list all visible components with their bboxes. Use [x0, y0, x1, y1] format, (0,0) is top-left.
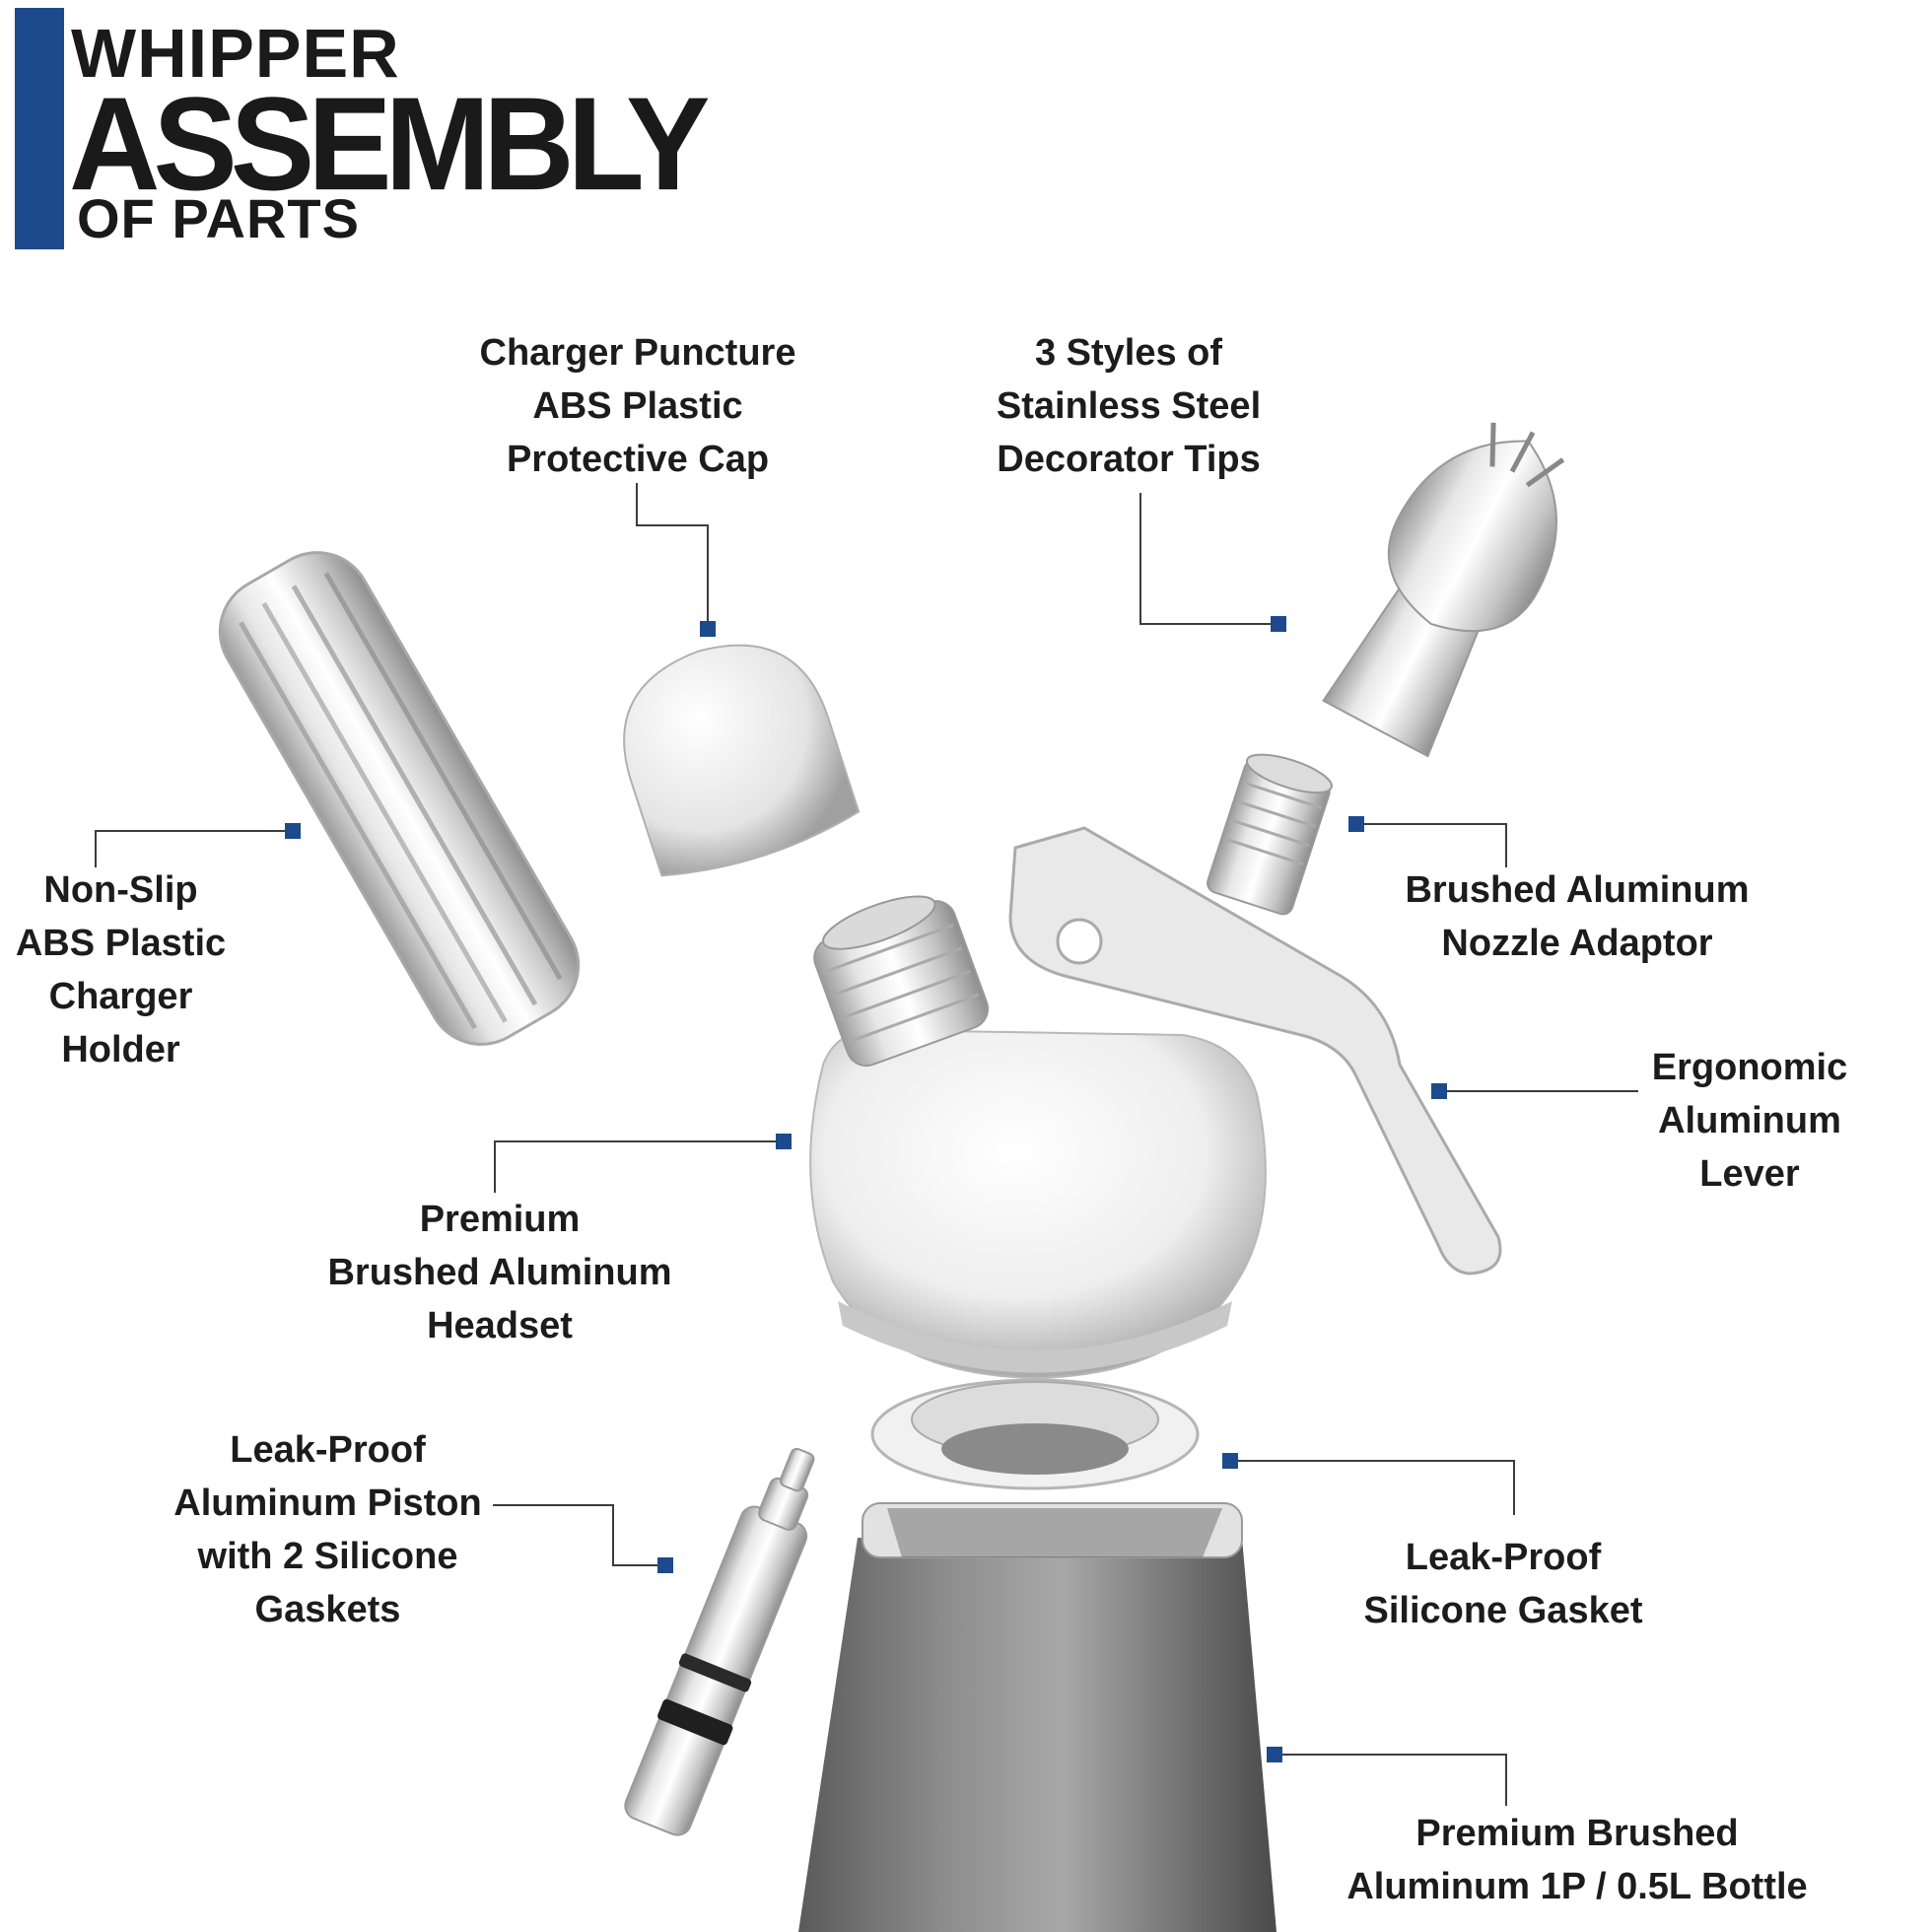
- leader-line-nozzle: [1356, 823, 1507, 867]
- silicone-gasket-illustration: [870, 1378, 1200, 1490]
- leader-lines: [95, 483, 1638, 1806]
- leader-line-gasket: [1230, 1460, 1515, 1515]
- leader-line-headset: [494, 1140, 784, 1193]
- leader-line-bottle: [1275, 1754, 1507, 1806]
- label-lever: Ergonomic Aluminum Lever: [1651, 1047, 1848, 1195]
- nozzle-adaptor-illustration: [1207, 753, 1333, 916]
- lever-illustration: [1008, 826, 1502, 1276]
- headset-illustration: [809, 1028, 1267, 1380]
- marker-cap: [700, 621, 716, 637]
- marker-bottle: [1267, 1747, 1282, 1762]
- bottle-illustration: [798, 1502, 1276, 1932]
- title-line-3: OF PARTS: [77, 187, 360, 249]
- title-accent-bar: [15, 8, 64, 249]
- marker-nozzle: [1348, 816, 1364, 832]
- label-nozzle-adaptor: Brushed Aluminum Nozzle Adaptor: [1405, 869, 1750, 964]
- title-line-2: ASSEMBLY: [69, 70, 710, 219]
- title-line-1: WHIPPER: [71, 15, 400, 92]
- marker-lever: [1431, 1083, 1447, 1099]
- label-decorator-tips: 3 Styles of Stainless Steel Decorator Ti…: [996, 332, 1262, 480]
- charger-holder-illustration: [218, 551, 581, 1046]
- leader-markers: [285, 616, 1447, 1762]
- marker-piston: [657, 1557, 673, 1573]
- marker-holder: [285, 823, 301, 839]
- label-charger-holder: Non-Slip ABS Plastic Charger Holder: [15, 869, 227, 1070]
- label-piston: Leak-Proof Aluminum Piston with 2 Silico…: [173, 1429, 482, 1630]
- piston-illustration: [624, 1447, 815, 1836]
- leader-line-tips: [1139, 493, 1278, 625]
- leader-line-holder: [95, 830, 293, 867]
- marker-headset: [776, 1134, 792, 1149]
- leader-line-cap: [636, 483, 709, 629]
- marker-gasket: [1222, 1453, 1238, 1469]
- protective-cap-illustration: [623, 644, 861, 877]
- label-silicone-gasket: Leak-Proof Silicone Gasket: [1363, 1537, 1643, 1631]
- marker-tips: [1271, 616, 1286, 632]
- label-protective-cap: Charger Puncture ABS Plastic Protective …: [479, 332, 796, 480]
- decorator-tip-illustration: [1322, 422, 1565, 758]
- label-bottle: Premium Brushed Aluminum 1P / 0.5L Bottl…: [1346, 1813, 1808, 1907]
- charger-port-illustration: [813, 895, 990, 1068]
- leader-line-piston: [493, 1504, 665, 1566]
- label-headset: Premium Brushed Aluminum Headset: [327, 1199, 672, 1346]
